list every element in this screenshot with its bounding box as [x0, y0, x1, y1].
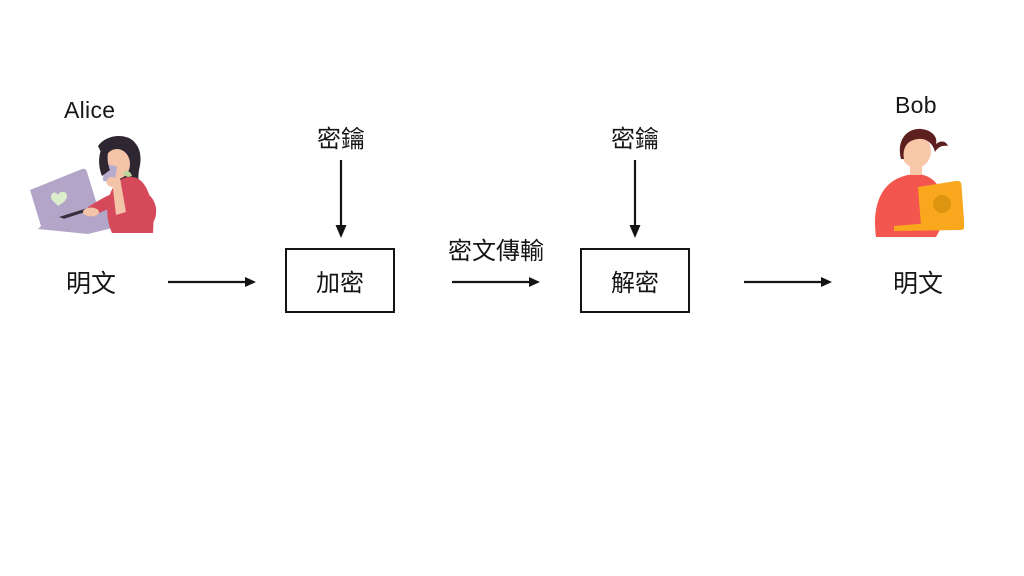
bob-illustration-icon [875, 128, 964, 237]
down-arrow-icon [629, 160, 641, 238]
right-arrow-icon [452, 277, 540, 287]
alice-sleeve [129, 189, 157, 228]
right-arrow-icon [168, 277, 256, 287]
cipher-transmission-label: 密文傳輸 [448, 238, 544, 265]
alice-hair-front [99, 144, 112, 176]
alice-cup-hand [106, 177, 118, 187]
encrypt-box: 加密 [285, 248, 395, 313]
arrow-head [335, 225, 347, 238]
alice-illustration-icon [30, 135, 157, 234]
arrow-head [629, 225, 641, 238]
decrypt-box-label: 解密 [611, 270, 659, 297]
arrow-head [821, 277, 832, 287]
arrow-head [245, 277, 256, 287]
down-arrow-icon [335, 160, 347, 238]
bob-hair [899, 128, 948, 159]
plaintext-label-right: 明文 [893, 270, 944, 298]
leaf-accent-icon [123, 171, 132, 177]
alice-hand [83, 207, 99, 217]
bob-laptop-base [894, 220, 964, 231]
key-label-left: 密鑰 [317, 126, 365, 153]
key-label-right: 密鑰 [611, 126, 659, 153]
encrypt-box-label: 加密 [316, 270, 364, 297]
bob-laptop-logo-icon [933, 195, 951, 213]
heart-sticker-icon [50, 191, 67, 206]
alice-forearm [112, 178, 126, 215]
right-arrow-icon [744, 277, 832, 287]
decrypt-box: 解密 [580, 248, 690, 313]
plaintext-label-left: 明文 [66, 270, 117, 298]
alice-label: Alice [64, 97, 116, 123]
bob-label: Bob [895, 92, 937, 118]
arrow-head [529, 277, 540, 287]
